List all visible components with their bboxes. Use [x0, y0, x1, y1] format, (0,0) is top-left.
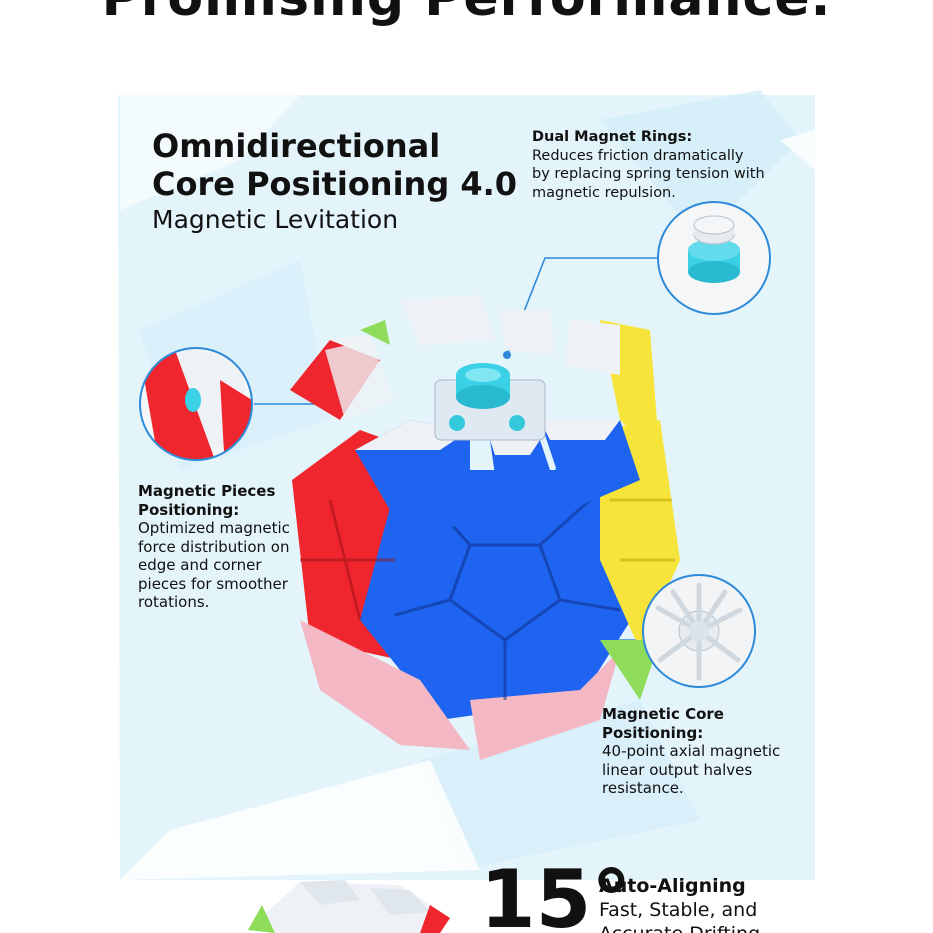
page-title: Promising Performance.: [0, 0, 933, 28]
callout-magnetic-core: Magnetic Core Positioning: 40-point axia…: [602, 705, 812, 798]
callout-title: Magnetic Pieces: [138, 482, 276, 500]
callout-line: Reduces friction dramatically: [532, 147, 744, 164]
auto-align-text: Auto-Aligning Fast, Stable, and Accurate…: [599, 874, 760, 933]
callout-line: resistance.: [602, 779, 684, 797]
degree-value: 15°: [480, 853, 632, 933]
callout-magnetic-pieces: Magnetic Pieces Positioning: Optimized m…: [138, 482, 298, 612]
headline: Omnidirectional Core Positioning 4.0 Mag…: [152, 127, 517, 235]
callout-line: edge and corner: [138, 556, 262, 574]
callout-line: Optimized magnetic: [138, 519, 290, 537]
megaminx-body: [290, 295, 680, 760]
zoom-circle-core: [642, 574, 756, 688]
headline-line-2: Core Positioning 4.0: [152, 165, 518, 203]
lower-cube-preview: [248, 880, 450, 933]
callout-line: rotations.: [138, 593, 210, 611]
headline-line-1: Omnidirectional: [152, 127, 441, 165]
zoom-circle-magnetic-pieces: [139, 347, 253, 461]
callout-line: by replacing spring tension with: [532, 166, 765, 182]
callout-line: pieces for smoother: [138, 574, 288, 593]
callout-line: magnetic repulsion.: [532, 184, 676, 201]
callout-dual-magnet-rings: Dual Magnet Rings: Reduces friction dram…: [532, 128, 782, 202]
auto-align-title: Auto-Aligning: [599, 875, 746, 897]
callout-line: force distribution on: [138, 537, 290, 556]
callout-title: Dual Magnet Rings:: [532, 129, 693, 145]
auto-align-line: Accurate Drifting: [599, 922, 760, 933]
headline-subtitle: Magnetic Levitation: [152, 205, 399, 234]
zoom-circle-magnet-rings: [657, 201, 771, 315]
callout-title: Positioning:: [138, 500, 240, 519]
callout-title: Magnetic Core Positioning:: [602, 705, 724, 742]
callout-line: 40-point axial magnetic: [602, 742, 781, 760]
auto-align-line: Fast, Stable, and: [599, 899, 758, 921]
callout-line: linear output halves: [602, 760, 753, 779]
